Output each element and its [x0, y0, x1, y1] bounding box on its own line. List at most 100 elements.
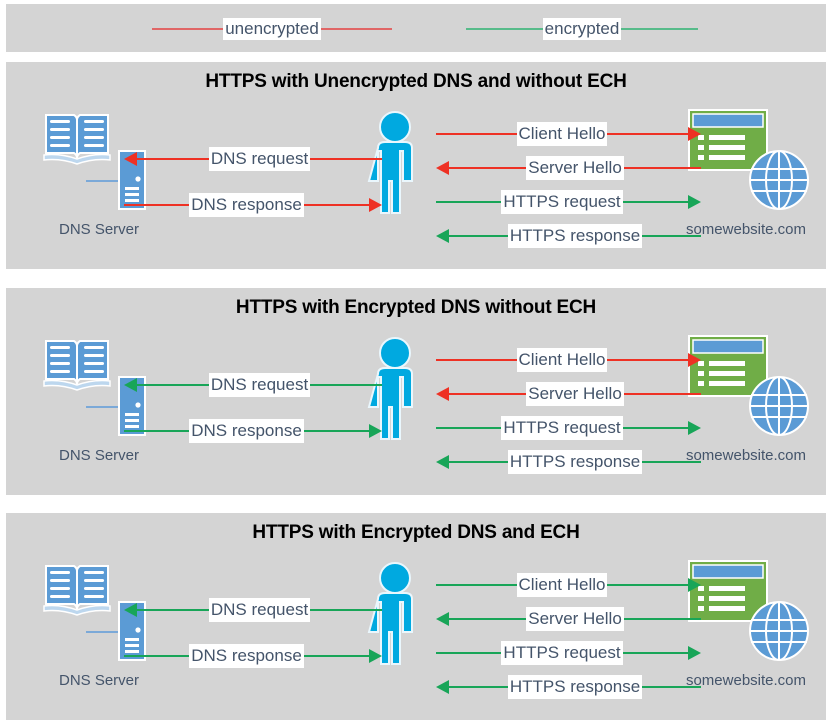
flow-line — [623, 393, 702, 395]
flow-line — [124, 204, 190, 206]
flow-https-request: HTTPS request — [436, 416, 701, 440]
flow-line — [303, 204, 369, 206]
browser-window-icon — [688, 335, 768, 397]
arrowhead-left-icon — [436, 455, 449, 469]
legend-line-left — [152, 28, 224, 30]
arrowhead-right-icon — [688, 127, 701, 141]
legend-label-unencrypted: unencrypted — [223, 18, 321, 40]
website-label: somewebsite.com — [685, 221, 807, 238]
flow-label: DNS response — [189, 419, 304, 443]
flow-label: HTTPS request — [501, 416, 623, 440]
arrowhead-left-icon — [124, 603, 137, 617]
flow-line — [436, 584, 517, 586]
arrowhead-right-icon — [688, 578, 701, 592]
legend-panel: unencrypted encrypted — [6, 4, 826, 52]
page-title: HTTPS with Encrypted DNS and ECH — [252, 522, 580, 543]
flow-line — [642, 461, 702, 463]
flow-line — [607, 359, 688, 361]
flow-label: Client Hello — [516, 573, 608, 597]
flow-line — [303, 655, 369, 657]
flow-label: Client Hello — [516, 122, 608, 146]
page-title: HTTPS with Encrypted DNS without ECH — [235, 297, 597, 318]
arrowhead-left-icon — [124, 378, 137, 392]
legend-line-right — [320, 28, 393, 30]
open-book-icon — [43, 114, 111, 165]
flow-line — [137, 384, 209, 386]
flow-server-hello: Server Hello — [436, 156, 702, 180]
arrowhead-left-icon — [436, 161, 449, 175]
arrowhead-right-icon — [369, 649, 382, 663]
website-group: somewebsite.com — [666, 107, 826, 257]
flow-line — [449, 167, 527, 169]
flow-line — [623, 167, 702, 169]
flow-line — [137, 609, 209, 611]
flow-line — [124, 655, 190, 657]
flow-dns-request: DNS request — [124, 147, 383, 171]
flow-line — [622, 201, 688, 203]
flow-server-hello: Server Hello — [436, 607, 702, 631]
diagram-panel-1: HTTPS with Unencrypted DNS and without E… — [6, 62, 826, 269]
flow-line — [449, 235, 508, 237]
flow-label: HTTPS request — [501, 190, 623, 214]
flow-https-response: HTTPS response — [436, 675, 702, 699]
person-icon — [367, 562, 413, 665]
arrowhead-right-icon — [688, 195, 701, 209]
arrowhead-right-icon — [369, 424, 382, 438]
arrowhead-left-icon — [436, 680, 449, 694]
flow-line — [436, 427, 502, 429]
flow-server-hello: Server Hello — [436, 382, 702, 406]
legend-line-right — [621, 28, 699, 30]
person-icon — [367, 337, 413, 440]
diagram-panel-2: HTTPS with Encrypted DNS without ECH DNS… — [6, 288, 826, 495]
dns-server-label: DNS Server — [58, 221, 140, 238]
legend-item-encrypted: encrypted — [466, 18, 699, 40]
flow-label: HTTPS response — [507, 675, 643, 699]
globe-icon — [749, 601, 809, 661]
flow-label: HTTPS request — [501, 641, 623, 665]
flow-https-response: HTTPS response — [436, 450, 702, 474]
flow-line — [622, 427, 688, 429]
globe-icon — [749, 376, 809, 436]
open-book-icon — [43, 340, 111, 391]
flow-client-hello: Client Hello — [436, 348, 701, 372]
flow-line — [449, 461, 508, 463]
flow-line — [436, 359, 517, 361]
globe-icon — [749, 150, 809, 210]
open-book-icon — [43, 565, 111, 616]
flow-client-hello: Client Hello — [436, 122, 701, 146]
flow-label: HTTPS response — [507, 224, 643, 248]
flow-line — [623, 618, 702, 620]
flow-line — [642, 235, 702, 237]
flow-line — [449, 686, 508, 688]
website-label: somewebsite.com — [685, 672, 807, 689]
dns-server-group: DNS Server — [34, 558, 169, 708]
arrowhead-left-icon — [124, 152, 137, 166]
legend-item-unencrypted: unencrypted — [152, 18, 393, 40]
flow-line — [436, 201, 502, 203]
website-group: somewebsite.com — [666, 558, 826, 708]
flow-label: DNS request — [208, 373, 311, 397]
flow-line — [607, 133, 688, 135]
flow-label: DNS response — [189, 644, 304, 668]
flow-label: Server Hello — [526, 607, 624, 631]
server-link-line — [86, 631, 120, 633]
arrowhead-left-icon — [436, 387, 449, 401]
flow-dns-response: DNS response — [124, 644, 382, 668]
flow-label: Client Hello — [516, 348, 608, 372]
legend-line-left — [466, 28, 543, 30]
arrowhead-right-icon — [369, 198, 382, 212]
flow-label: Server Hello — [526, 156, 624, 180]
flow-https-request: HTTPS request — [436, 641, 701, 665]
server-link-line — [86, 180, 120, 182]
flow-https-request: HTTPS request — [436, 190, 701, 214]
flow-line — [310, 384, 383, 386]
flow-line — [310, 609, 383, 611]
browser-window-icon — [688, 560, 768, 622]
flow-line — [303, 430, 369, 432]
flow-https-response: HTTPS response — [436, 224, 702, 248]
flow-client-hello: Client Hello — [436, 573, 701, 597]
flow-label: Server Hello — [526, 382, 624, 406]
website-group: somewebsite.com — [666, 333, 826, 483]
flow-line — [436, 133, 517, 135]
website-label: somewebsite.com — [685, 447, 807, 464]
